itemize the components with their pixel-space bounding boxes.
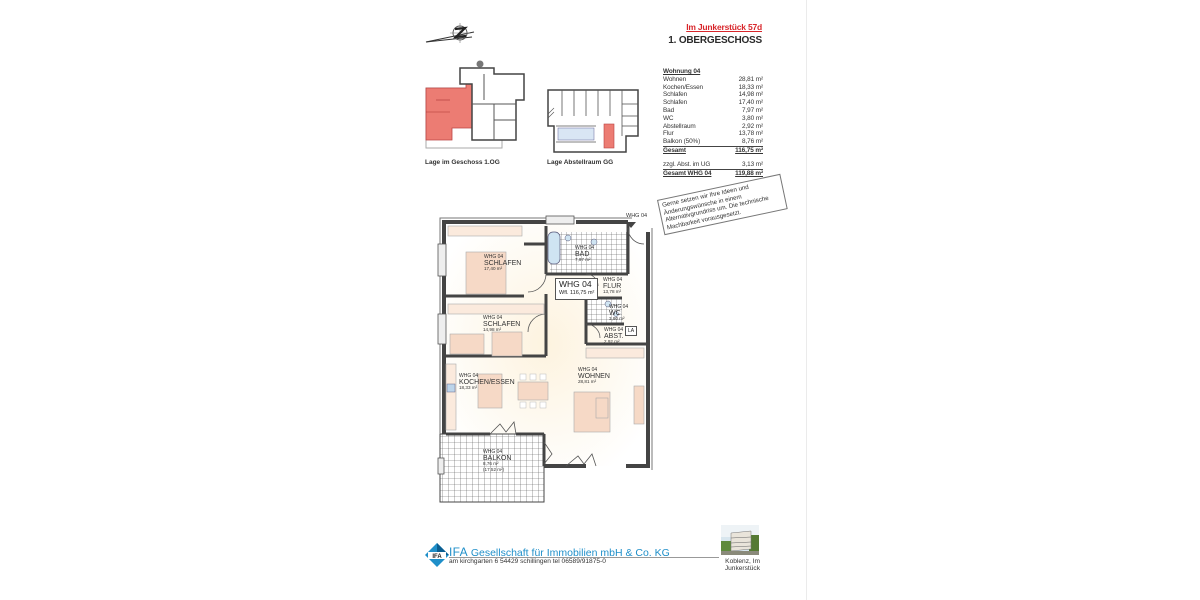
- storage-location-plan: [547, 89, 639, 153]
- floor-plan: [437, 215, 653, 503]
- alternative-plan-note: Gerne setzen wir Ihre Ideen und Änderung…: [657, 173, 788, 236]
- building-photo: [721, 525, 759, 555]
- area-row: Balkon (50%)8,76 m²: [663, 138, 763, 147]
- area-table-title: Wohnung 04: [663, 68, 701, 75]
- project-location: Koblenz, Im Junkerstück: [724, 558, 760, 572]
- svg-text:IFA: IFA: [432, 554, 442, 560]
- floor-heading: 1. OBERGESCHOSS: [668, 35, 762, 46]
- entry-label: WHG 04: [626, 213, 648, 219]
- north-arrow-icon: [425, 23, 475, 43]
- storage-plan-caption: Lage Abstellraum GG: [547, 159, 614, 166]
- company-name: IFA Gesellschaft für Immobilien mbH & Co…: [449, 545, 670, 559]
- address-heading: Im Junkerstück 57d: [686, 22, 762, 32]
- footer-divider: [449, 557, 719, 558]
- la-label: LA: [625, 326, 638, 336]
- floor-location-plan: [425, 60, 525, 149]
- ifa-logo-icon: IFA: [425, 543, 449, 567]
- unit-area-box: WHG 04 Wfl. 116,75 m²: [555, 278, 599, 300]
- company-address: am kirchgarten 6 54429 schillingen tel 0…: [449, 558, 606, 565]
- floor-plan-caption: Lage im Geschoss 1.OG: [425, 159, 500, 166]
- page-edge: [806, 0, 807, 600]
